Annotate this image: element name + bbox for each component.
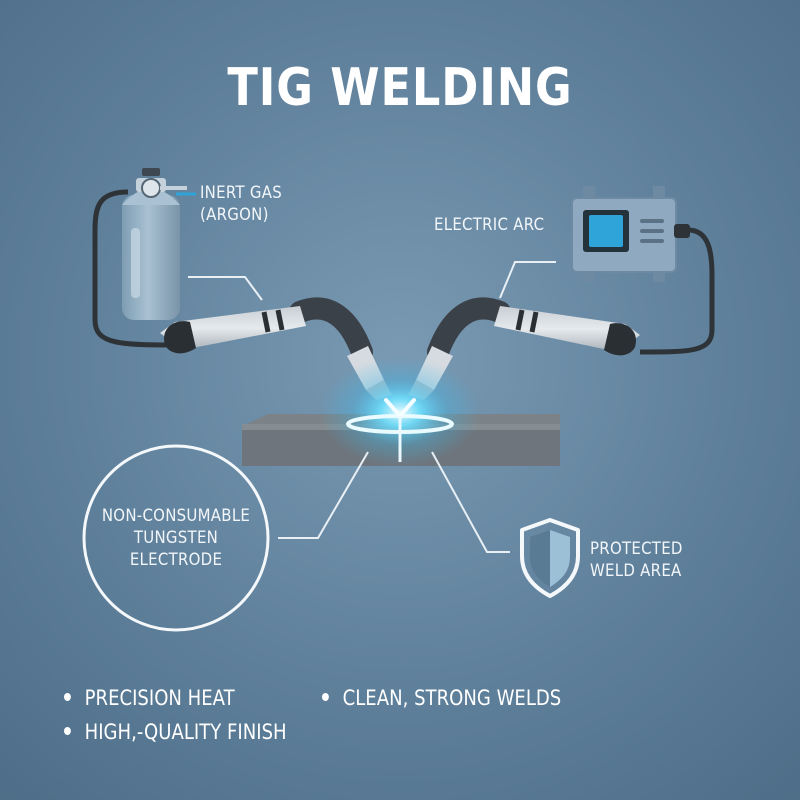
bullet-text: HIGH,-QUALITY FINISH	[84, 720, 287, 744]
gas-label-line2: (ARGON)	[200, 205, 269, 225]
welding-machine-icon	[571, 186, 690, 282]
bullet-item: HIGH,-QUALITY FINISH	[64, 720, 287, 744]
bullet-item: CLEAN, STRONG WELDS	[322, 686, 561, 710]
protected-callout-line	[431, 451, 510, 553]
gas-label: INERT GAS (ARGON)	[200, 182, 282, 226]
gas-hose	[92, 189, 186, 348]
bullet-dot	[64, 727, 71, 735]
electrode-callout-circle	[82, 444, 270, 632]
shield-icon	[520, 518, 580, 598]
bullet-item: PRECISION HEAT	[64, 686, 235, 710]
electrode-label: NON-CONSUMABLE TUNGSTEN ELECTRODE	[88, 505, 264, 571]
bullet-text: PRECISION HEAT	[84, 686, 235, 710]
protected-label: PROTECTED WELD AREA	[590, 538, 683, 582]
gas-label-line1: INERT GAS	[200, 183, 282, 203]
bullet-text: CLEAN, STRONG WELDS	[342, 686, 562, 710]
electrode-label-line1: NON-CONSUMABLE	[101, 506, 251, 526]
electrode-callout-line	[278, 451, 369, 539]
electrode-label-line2: TUNGSTEN	[133, 528, 219, 548]
gas-callout-line	[188, 276, 263, 301]
electric-arc-glow	[320, 357, 480, 467]
gas-cylinder-icon	[122, 168, 196, 320]
bullet-dot	[322, 693, 329, 701]
diagram-title: TIG WELDING	[227, 58, 573, 118]
protected-label-line2: WELD AREA	[590, 561, 682, 581]
arc-label: ELECTRIC ARC	[434, 215, 545, 235]
electrode-label-line3: ELECTRODE	[129, 550, 223, 570]
bullet-dot	[64, 693, 71, 701]
machine-cable	[639, 227, 715, 355]
protected-label-line1: PROTECTED	[590, 539, 683, 559]
arc-callout-line	[499, 261, 556, 299]
